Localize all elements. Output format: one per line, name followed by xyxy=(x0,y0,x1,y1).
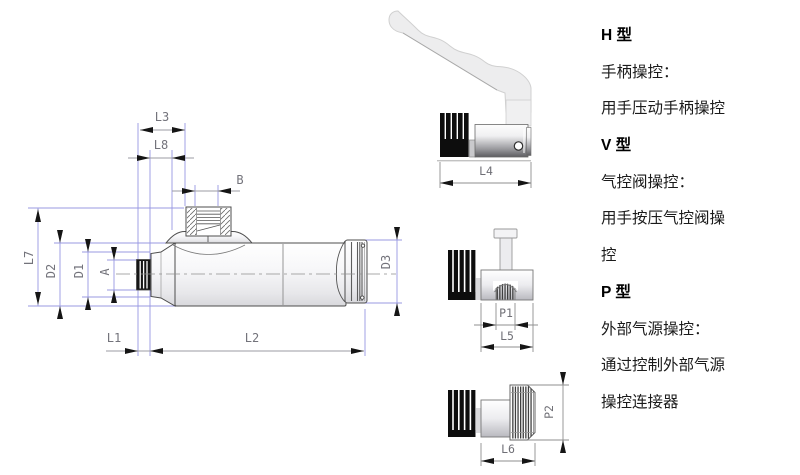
flange xyxy=(150,242,176,307)
v-type-subtitle: 气控阀操控： xyxy=(601,173,695,191)
dim-label-l2: L2 xyxy=(245,331,259,345)
v-type-description-1: 用手按压气控阀操 xyxy=(601,210,726,228)
h-cylinder xyxy=(474,124,529,158)
p-type-description-1: 通过控制外部气源 xyxy=(601,357,726,375)
p-type-heading: P 型 xyxy=(601,283,631,301)
drawing-canvas: L3 L8 B L7 D2 D1 A D3 L1 L2 xyxy=(22,10,569,466)
dim-label-p1: P1 xyxy=(499,306,513,320)
h-type-description: 用手压动手柄操控 xyxy=(601,100,726,118)
main-cylinder xyxy=(174,242,347,307)
extension-lines xyxy=(28,123,402,356)
handle-stem xyxy=(505,99,532,127)
p-threaded-port xyxy=(509,384,536,441)
p-dimensions: P2 L6 xyxy=(480,372,569,466)
p-cylinder xyxy=(480,399,512,438)
v-dimensions: P1 L5 xyxy=(474,303,538,352)
dim-label-b: B xyxy=(236,173,243,187)
dim-label-d3: D3 xyxy=(379,255,393,269)
v-button-stem xyxy=(499,237,513,273)
dim-label-a: A xyxy=(98,268,112,276)
dim-label-l1: L1 xyxy=(107,331,121,345)
dim-label-d2: D2 xyxy=(44,264,58,278)
end-cap xyxy=(335,239,368,304)
dim-label-l7: L7 xyxy=(22,251,36,265)
p-type-description-2: 操控连接器 xyxy=(601,393,679,411)
v-threaded-hole xyxy=(493,281,518,300)
top-port xyxy=(185,206,232,237)
h-dimension: L4 xyxy=(439,162,532,188)
h-type-heading: H 型 xyxy=(601,27,633,44)
dim-label-p2: P2 xyxy=(542,405,556,419)
p-type-subtitle: 外部气源操控： xyxy=(601,320,710,338)
dim-label-d1: D1 xyxy=(72,264,86,278)
inlet-thread xyxy=(136,259,151,291)
h-type-subtitle: 手柄操控： xyxy=(601,63,679,81)
v-washer xyxy=(475,278,481,300)
main-dimensions: L3 L8 B L7 D2 D1 A D3 L1 L2 xyxy=(22,110,400,354)
handle-lever xyxy=(388,10,532,113)
main-valve-drawing: L3 L8 B L7 D2 D1 A D3 L1 L2 xyxy=(22,110,402,356)
dim-label-l4: L4 xyxy=(479,164,493,178)
v-type-description-2: 控 xyxy=(601,247,617,265)
h-pivot-hole xyxy=(513,141,524,151)
p-knurl xyxy=(448,390,476,437)
dim-label-l5: L5 xyxy=(500,329,514,343)
p-type-drawing: P2 L6 xyxy=(448,372,569,466)
v-type-drawing: P1 L5 xyxy=(448,228,538,352)
h-type-drawing: L4 xyxy=(388,10,532,188)
dim-label-l8: L8 xyxy=(154,138,168,152)
h-knurl xyxy=(440,113,469,157)
dim-label-l6: L6 xyxy=(501,442,515,456)
dim-label-l3: L3 xyxy=(155,110,169,124)
v-button-cap xyxy=(493,228,518,239)
p-washer xyxy=(475,408,481,433)
valve-body xyxy=(116,206,396,307)
v-type-heading: V 型 xyxy=(601,137,632,155)
type-description-panel: H 型 手柄操控： 用手压动手柄操控 V 型 气控阀操控： 用手按压气控阀操 控… xyxy=(601,18,797,422)
v-knurl xyxy=(448,250,476,300)
